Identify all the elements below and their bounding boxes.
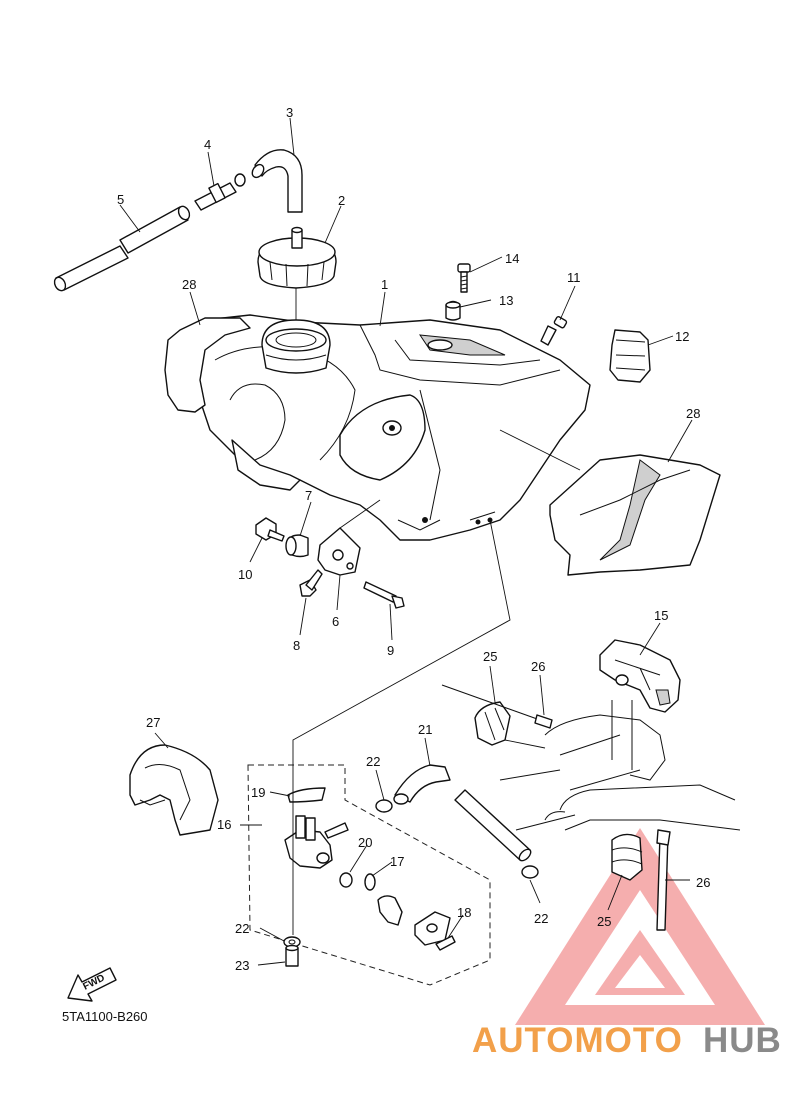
part-20-o-ring (339, 872, 353, 888)
part-2-fuel-cap (257, 226, 337, 289)
callout-20: 20 (358, 835, 372, 850)
callout-22-lower: 22 (534, 911, 548, 926)
callout-27: 27 (146, 715, 160, 730)
callout-13: 13 (499, 293, 513, 308)
watermark-text-accent: AUTOMOTO (472, 1021, 683, 1060)
callout-19: 19 (251, 785, 265, 800)
part-19-gasket (287, 787, 326, 803)
part-7-damper (285, 534, 309, 558)
part-28-emblem-right (549, 454, 721, 576)
part-17-o-ring (364, 873, 376, 891)
callout-17: 17 (390, 854, 404, 869)
fuel-cock-body (284, 815, 349, 869)
part-12-clip (609, 329, 651, 383)
callout-labels: 3 4 5 2 28 1 14 13 11 12 28 7 10 6 8 9 1… (62, 105, 710, 1024)
part-28-emblem-left (164, 317, 251, 413)
part-11-bolt (540, 316, 568, 346)
part-1-fuel-tank (194, 314, 591, 541)
callout-6: 6 (332, 614, 339, 629)
callout-10: 10 (238, 567, 252, 582)
part-13-grommet (445, 300, 461, 321)
part-25-strap-upper (474, 701, 511, 746)
frame-tubes (499, 700, 741, 831)
part-22-clip-upper (375, 799, 393, 813)
diagram-code: 5TA1100-B260 (62, 1009, 148, 1024)
part-14-screw (457, 263, 471, 293)
part-16-fuel-cock-group (247, 764, 491, 986)
callout-2: 2 (338, 193, 345, 208)
callout-25-lower: 25 (597, 914, 611, 929)
callout-4: 4 (204, 137, 211, 152)
callout-26-upper: 26 (531, 659, 545, 674)
part-26-tie-lower (656, 829, 671, 931)
callout-1: 1 (381, 277, 388, 292)
part-10-bolt (255, 517, 285, 542)
part-4-fitting (194, 173, 246, 211)
callout-7: 7 (305, 488, 312, 503)
part-15-guard (599, 639, 681, 713)
callout-21: 21 (418, 722, 432, 737)
callout-12: 12 (675, 329, 689, 344)
watermark-text-dark: HUB (703, 1021, 782, 1060)
callout-24: 23 (235, 958, 249, 973)
callout-11: 11 (567, 270, 581, 285)
callout-9: 9 (387, 643, 394, 658)
callout-15: 15 (654, 608, 668, 623)
part-21-hose (393, 764, 532, 862)
fwd-arrow-icon: FWD (67, 967, 117, 1002)
callout-26-lower: 26 (696, 875, 710, 890)
fuel-cock-lever (377, 895, 403, 926)
callout-28-left: 28 (182, 277, 196, 292)
part-24-bolt (285, 944, 299, 967)
callout-23: 22 (235, 921, 249, 936)
part-25-strap-lower (611, 833, 643, 881)
part-26-tie-upper (441, 684, 553, 729)
watermark-logo (515, 828, 765, 1025)
part-9-bolt (363, 581, 405, 609)
part-6-bracket (317, 527, 361, 576)
callout-14: 14 (505, 251, 519, 266)
callout-22-upper: 22 (366, 754, 380, 769)
callout-25-upper: 25 (483, 649, 497, 664)
callout-8: 8 (293, 638, 300, 653)
watermark-text: AUTOMOTO HUB (472, 1021, 782, 1060)
part-22-clip-lower (521, 865, 539, 879)
leader-lines (119, 117, 693, 966)
fuel-cock-plate (414, 911, 451, 946)
part-27-heat-shield (129, 744, 219, 836)
callout-5: 5 (117, 192, 124, 207)
callout-3: 3 (286, 105, 293, 120)
part-18-screw (435, 935, 456, 951)
part-5-hose (53, 205, 191, 292)
callout-16: 16 (217, 817, 231, 832)
part-8-bolt (299, 569, 323, 597)
part-3-breather-hose (251, 149, 303, 213)
callout-28-right: 28 (686, 406, 700, 421)
callout-18: 18 (457, 905, 471, 920)
